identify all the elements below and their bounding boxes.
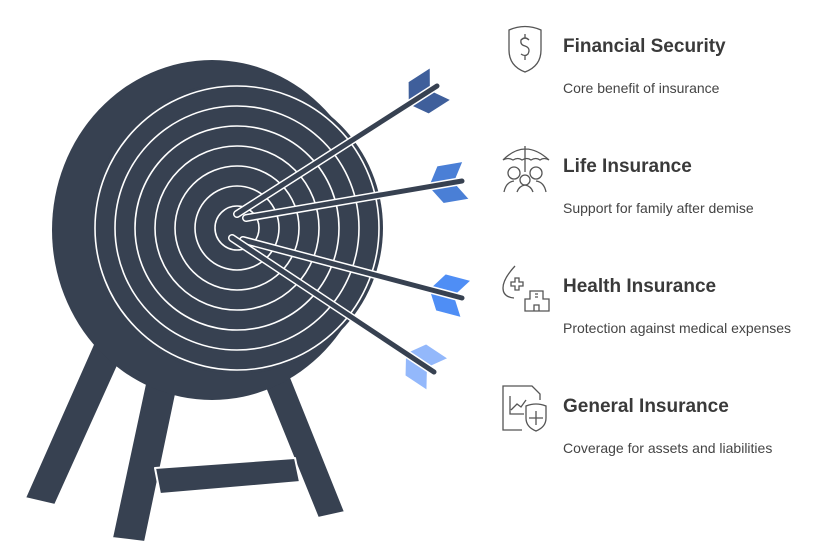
- item-subtitle: Support for family after demise: [563, 200, 754, 216]
- item-general-insurance: General Insurance Coverage for assets an…: [500, 384, 838, 464]
- arrow-shaft: [243, 178, 465, 221]
- item-title: Life Insurance: [563, 156, 692, 177]
- item-health-insurance: Health Insurance Protection against medi…: [500, 264, 838, 344]
- shield-dollar-icon: [508, 25, 542, 73]
- item-title: Financial Security: [563, 36, 726, 57]
- left-leg: [24, 339, 126, 506]
- umbrella-family-icon: [502, 146, 550, 193]
- item-subtitle: Core benefit of insurance: [563, 80, 720, 96]
- arrow-shaft: [229, 235, 437, 375]
- arrow-3: [239, 236, 472, 318]
- item-subtitle: Protection against medical expenses: [563, 320, 792, 336]
- target-board: [52, 60, 383, 400]
- arrow-1: [233, 67, 452, 218]
- crossbar: [154, 457, 301, 495]
- item-subtitle: Coverage for assets and liabilities: [563, 440, 773, 456]
- item-financial-security: Financial Security Core benefit of insur…: [500, 24, 838, 104]
- arrow-shaft: [234, 83, 440, 217]
- item-title: General Insurance: [563, 396, 729, 417]
- arrow-shaft: [240, 237, 465, 301]
- arrow-2: [242, 161, 470, 222]
- document-chart-shield-icon: [502, 385, 547, 432]
- arrow-4: [228, 234, 449, 391]
- right-leg: [261, 374, 346, 519]
- drop-hospital-icon: [502, 265, 550, 312]
- item-title: Health Insurance: [563, 276, 717, 297]
- item-life-insurance: Life Insurance Support for family after …: [500, 144, 838, 224]
- center-leg: [111, 369, 181, 543]
